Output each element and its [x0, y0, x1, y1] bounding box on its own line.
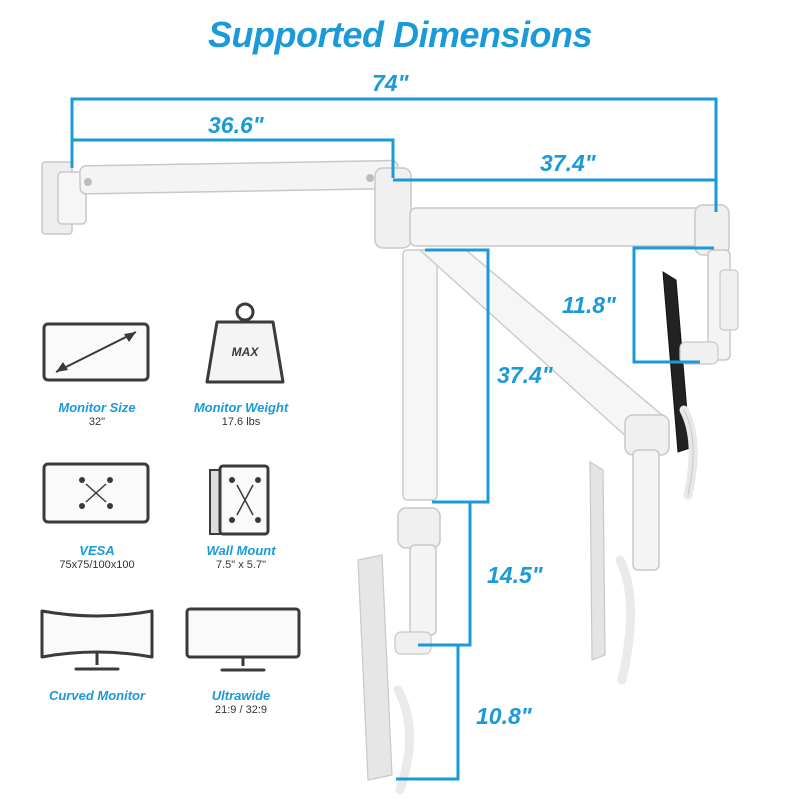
lower-joint — [397, 507, 441, 549]
vesa-icon — [42, 462, 150, 524]
upper-drop-label: 11.8" — [562, 292, 616, 318]
spec-value-monitor-weight: 17.6 lbs — [221, 416, 261, 428]
spec-label-monitor-weight: Monitor Weight — [193, 400, 289, 415]
spec-value-wall-mount: 7.5" x 5.7" — [215, 559, 266, 571]
vertical-post — [402, 249, 438, 501]
total-reach-line — [70, 97, 718, 212]
lower-monitor-handle — [393, 685, 415, 795]
first-arm-label: 36.6" — [208, 112, 264, 138]
weight-icon — [205, 302, 285, 384]
dimension-lines — [70, 97, 718, 781]
spec-label-wall-mount: Wall Mount — [206, 543, 276, 558]
second-arm-label: 37.4" — [540, 150, 596, 176]
diagonal-arm-joint — [624, 414, 670, 456]
first-arm-joint — [84, 178, 92, 186]
upper-monitor-handle — [679, 405, 698, 500]
spec-value-vesa: 75x75/100x100 — [59, 559, 135, 571]
right-monitor — [589, 460, 606, 661]
lower-monitor-mount — [394, 631, 432, 655]
lower-drop-label: 10.8" — [476, 703, 532, 729]
spec-label-ultrawide: Ultrawide — [211, 688, 271, 703]
spec-value-ultrawide: 21:9 / 32:9 — [215, 704, 267, 716]
curved-monitor-icon — [40, 609, 154, 671]
spec-value-monitor-size: 32" — [88, 416, 106, 428]
mid-drop-label: 14.5" — [487, 562, 543, 588]
lower-drop-line — [396, 643, 460, 781]
upper-monitor-mount — [679, 341, 719, 365]
spec-label-curved-monitor: Curved Monitor — [48, 688, 146, 703]
elbow-joint-screw — [366, 174, 374, 182]
right-monitor-handle — [615, 555, 635, 685]
lower-post — [409, 544, 437, 636]
wall-plate-bracket — [57, 171, 87, 225]
spec-label-monitor-size: Monitor Size — [58, 400, 136, 415]
spec-label-vesa: VESA — [79, 543, 115, 558]
diagonal-arm — [418, 249, 670, 441]
diagonal-arm-label: 37.4" — [497, 362, 553, 388]
ultrawide-monitor-icon — [185, 607, 301, 672]
right-post — [632, 449, 660, 571]
upper-post-handle — [719, 269, 739, 331]
upper-drop-line — [632, 246, 714, 364]
wall-plate-icon — [209, 464, 270, 536]
first-arm-segment — [79, 159, 399, 195]
second-arm-segment — [409, 207, 721, 247]
weight-max-text: MAX — [231, 345, 259, 359]
lower-monitor — [357, 554, 393, 781]
total-reach-label: 74" — [372, 70, 409, 96]
monitor-size-icon — [42, 322, 150, 382]
first-arm-line — [72, 138, 395, 178]
page-title: Supported Dimensions — [207, 14, 593, 55]
